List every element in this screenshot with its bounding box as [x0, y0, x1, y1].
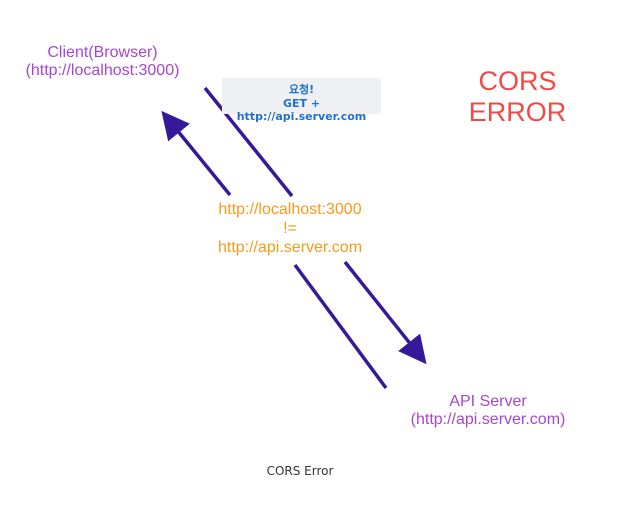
response-arrow-segment-1 — [293, 263, 388, 390]
server-node-label: API Server (http://api.server.com) — [398, 393, 578, 430]
mismatch-operator: != — [283, 219, 297, 237]
mismatch-right-origin: http://api.server.com — [217, 238, 363, 256]
response-arrow-segment-2 — [161, 110, 232, 197]
server-origin: (http://api.server.com) — [410, 411, 566, 429]
origin-mismatch-note: http://localhost:3000 != http://api.serv… — [200, 201, 380, 258]
figure-caption: CORS Error — [266, 464, 334, 478]
mismatch-left-origin: http://localhost:3000 — [218, 201, 362, 218]
request-note-detail: GET + http://api.server.com — [236, 97, 367, 123]
cors-error-line1: CORS — [478, 66, 557, 96]
request-note: 요청! GET + http://api.server.com — [222, 78, 381, 123]
client-origin: (http://localhost:3000) — [25, 62, 180, 80]
request-arrow-segment-2 — [343, 260, 427, 365]
cors-error-label: CORS ERROR — [455, 66, 580, 127]
request-note-title: 요청! — [288, 83, 315, 96]
cors-error-line2: ERROR — [468, 96, 567, 127]
client-name: Client(Browser) — [47, 44, 158, 61]
client-node-label: Client(Browser) (http://localhost:3000) — [10, 44, 195, 81]
request-arrow-segment-1 — [203, 86, 294, 198]
server-name: API Server — [449, 393, 527, 410]
